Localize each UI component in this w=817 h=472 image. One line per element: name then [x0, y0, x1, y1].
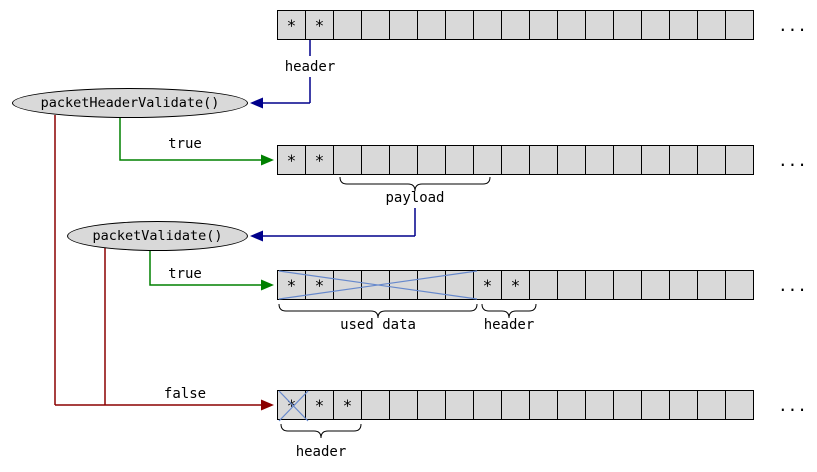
row3-header-label: header — [483, 317, 535, 333]
byte-cell — [445, 390, 474, 420]
byte-array-row-3: **** — [277, 270, 754, 300]
byte-cell — [417, 10, 446, 40]
arrowhead-left-icon — [250, 230, 263, 242]
packet-validate-node: packetValidate() — [67, 221, 248, 251]
row-2-ellipsis: ... — [778, 151, 807, 170]
row4-header-label: header — [295, 444, 347, 460]
byte-cell — [501, 390, 530, 420]
byte-cell — [585, 10, 614, 40]
byte-cell — [725, 390, 754, 420]
byte-cell-marked: * — [305, 390, 334, 420]
byte-cell — [501, 145, 530, 175]
byte-cell — [613, 10, 642, 40]
byte-cell — [445, 145, 474, 175]
byte-cell — [669, 10, 698, 40]
byte-cell — [417, 390, 446, 420]
byte-cell — [613, 145, 642, 175]
byte-cell — [361, 10, 390, 40]
byte-cell — [473, 145, 502, 175]
false-arrow — [54, 115, 274, 411]
byte-cell — [557, 270, 586, 300]
byte-cell — [557, 145, 586, 175]
false-label: false — [163, 386, 207, 402]
byte-cell-marked: * — [333, 390, 362, 420]
byte-cell-marked: * — [277, 145, 306, 175]
byte-cell — [389, 145, 418, 175]
byte-cell — [389, 390, 418, 420]
arrowhead-right-icon — [261, 399, 274, 411]
byte-cell — [445, 10, 474, 40]
row3-header-brace — [481, 303, 537, 319]
byte-cell — [529, 145, 558, 175]
row-4-ellipsis: ... — [778, 396, 807, 415]
byte-cell — [557, 10, 586, 40]
byte-cell — [669, 270, 698, 300]
byte-cell — [557, 390, 586, 420]
byte-cell — [473, 390, 502, 420]
row4-header-brace — [280, 423, 362, 439]
byte-cell — [641, 390, 670, 420]
payload-brace — [339, 176, 491, 192]
byte-cell — [641, 270, 670, 300]
byte-cell — [529, 10, 558, 40]
byte-cell-marked: * — [305, 270, 334, 300]
byte-cell — [585, 145, 614, 175]
byte-cell — [697, 270, 726, 300]
byte-cell — [725, 145, 754, 175]
byte-cell — [501, 10, 530, 40]
arrowhead-right-icon — [261, 279, 274, 291]
byte-cell — [361, 145, 390, 175]
row-1-ellipsis: ... — [778, 16, 807, 35]
byte-cell-marked: * — [277, 270, 306, 300]
byte-cell — [641, 145, 670, 175]
byte-cell — [529, 270, 558, 300]
row1-header-label: header — [284, 59, 336, 75]
byte-cell — [613, 270, 642, 300]
byte-cell — [641, 10, 670, 40]
byte-cell — [445, 270, 474, 300]
byte-cell — [697, 390, 726, 420]
arrowhead-right-icon — [261, 154, 274, 166]
byte-cell — [669, 145, 698, 175]
byte-cell — [333, 270, 362, 300]
byte-array-row-4: *** — [277, 390, 754, 420]
byte-array-row-2: ** — [277, 145, 754, 175]
byte-cell-marked: * — [277, 10, 306, 40]
byte-cell — [333, 145, 362, 175]
byte-cell-marked: * — [473, 270, 502, 300]
payload-callout-arrow — [250, 208, 416, 242]
byte-cell — [669, 390, 698, 420]
byte-cell — [333, 10, 362, 40]
packet-header-validate-node: packetHeaderValidate() — [12, 88, 248, 118]
byte-cell-marked: * — [305, 145, 334, 175]
used-data-label: used data — [340, 317, 416, 333]
byte-cell — [725, 270, 754, 300]
arrowhead-left-icon — [250, 97, 263, 109]
row-3-ellipsis: ... — [778, 276, 807, 295]
byte-cell — [417, 270, 446, 300]
true-label-1: true — [168, 136, 202, 152]
byte-cell-marked: * — [501, 270, 530, 300]
true-label-2: true — [168, 266, 202, 282]
byte-cell — [585, 390, 614, 420]
byte-cell — [473, 10, 502, 40]
byte-cell — [361, 270, 390, 300]
byte-cell — [417, 145, 446, 175]
byte-cell-marked: * — [277, 390, 306, 420]
byte-cell — [697, 10, 726, 40]
byte-cell — [361, 390, 390, 420]
byte-cell — [585, 270, 614, 300]
byte-cell — [529, 390, 558, 420]
byte-cell — [613, 390, 642, 420]
used-data-brace — [278, 303, 478, 319]
byte-cell-marked: * — [305, 10, 334, 40]
byte-cell — [697, 145, 726, 175]
byte-cell — [389, 270, 418, 300]
byte-cell — [725, 10, 754, 40]
byte-array-row-1: ** — [277, 10, 754, 40]
payload-label: payload — [385, 190, 445, 206]
byte-cell — [389, 10, 418, 40]
